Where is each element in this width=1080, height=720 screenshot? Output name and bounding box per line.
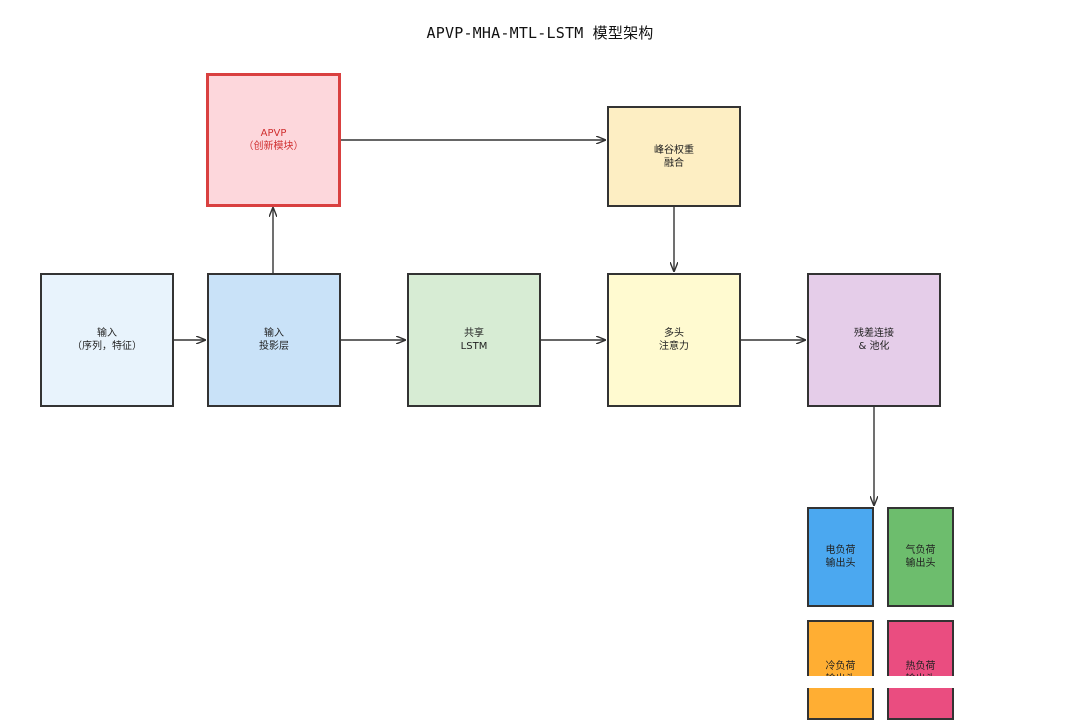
node-head-power-label: 电负荷 输出头 (825, 545, 856, 569)
node-head-heat: 热负荷 输出头 (887, 620, 954, 720)
node-lstm-label: 共享 LSTM (460, 328, 488, 352)
arrow-layer (174, 0, 1080, 688)
node-apvp: APVP （创新模块） (206, 73, 341, 207)
node-lstm: 共享 LSTM (407, 273, 541, 407)
node-head-gas-label: 气负荷 输出头 (905, 545, 936, 569)
node-head-cold: 冷负荷 输出头 (807, 620, 874, 720)
node-residual-label: 残差连接 & 池化 (854, 328, 894, 352)
node-input-label: 输入 （序列，特征） (72, 328, 142, 352)
node-projection: 输入 投影层 (207, 273, 341, 407)
node-fusion: 峰谷权重 融合 (607, 106, 741, 207)
node-head-power: 电负荷 输出头 (807, 507, 874, 607)
node-attention-label: 多头 注意力 (659, 328, 689, 352)
node-apvp-label: APVP （创新模块） (243, 128, 304, 152)
node-input: 输入 （序列，特征） (40, 273, 174, 407)
diagram-title: APVP-MHA-MTL-LSTM 模型架构 (426, 24, 654, 42)
bottom-clip (780, 676, 1080, 688)
architecture-diagram: APVP-MHA-MTL-LSTM 模型架构 输入 （序列，特征） 输入 投影层… (40, 0, 1080, 720)
node-fusion-label: 峰谷权重 融合 (654, 144, 694, 169)
node-projection-label: 输入 投影层 (259, 328, 289, 352)
node-attention: 多头 注意力 (607, 273, 741, 407)
node-head-gas: 气负荷 输出头 (887, 507, 954, 607)
node-residual: 残差连接 & 池化 (807, 273, 941, 407)
